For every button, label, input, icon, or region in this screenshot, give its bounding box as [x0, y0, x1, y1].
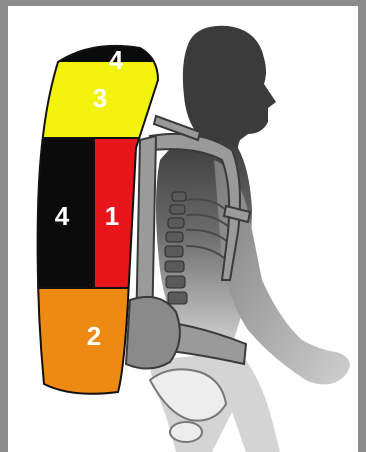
hiker-silhouette — [150, 26, 350, 452]
zone-label-top: 4 — [109, 45, 124, 75]
zone-label-middle-back: 1 — [105, 201, 119, 231]
zone-label-upper: 3 — [93, 83, 107, 113]
lumbar-pad — [126, 297, 180, 369]
zone-label-bottom: 2 — [87, 321, 101, 351]
zone-label-middle-outer: 4 — [55, 201, 70, 231]
